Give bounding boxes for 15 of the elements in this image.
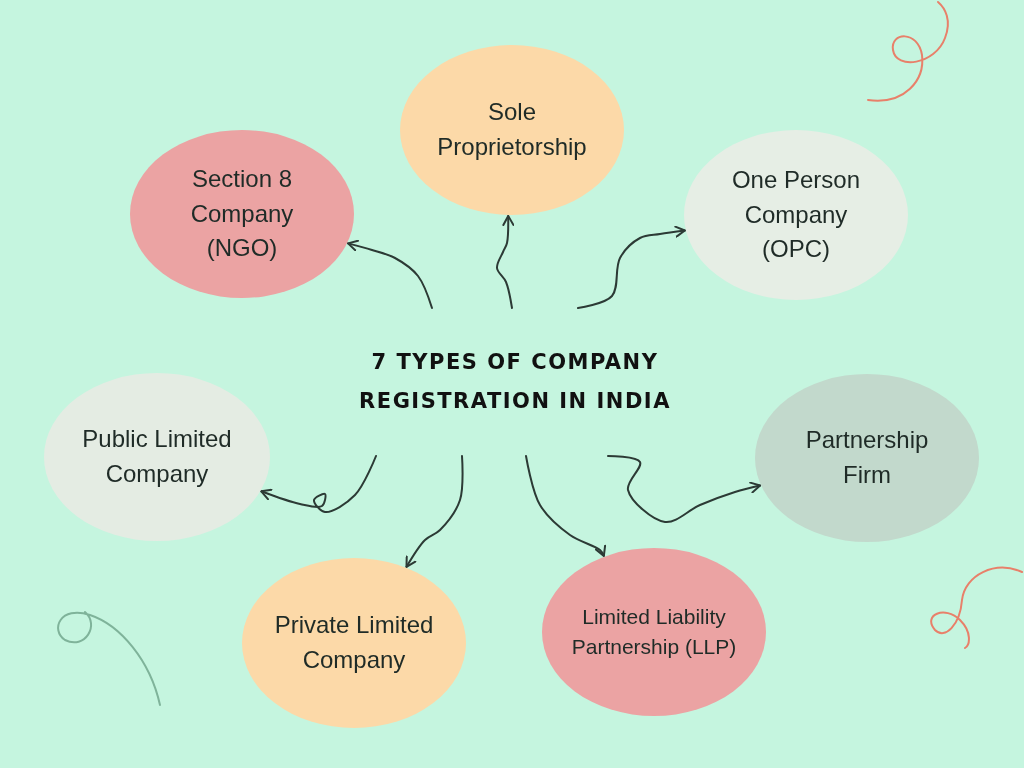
node-label: Private Limited Company	[273, 610, 435, 675]
curly-arrow	[260, 455, 377, 514]
curly-arrow	[405, 455, 464, 568]
title-text: 7 TYPES OF COMPANY REGISTRATION IN INDIA	[358, 349, 672, 415]
node-label: Sole Proprietorship	[436, 97, 588, 162]
node-label: Section 8 Company (NGO)	[189, 163, 295, 264]
curly-arrow	[607, 455, 762, 524]
node-label: Public Limited Company	[81, 424, 233, 489]
curly-arrow	[577, 225, 686, 309]
curly-arrow	[347, 239, 433, 309]
node-label: One Person Company (OPC)	[730, 164, 862, 265]
curly-arrow	[495, 214, 515, 309]
node-label: Partnership Firm	[804, 425, 930, 490]
curly-arrow	[525, 455, 606, 557]
node-label: Limited Liability Partnership (LLP)	[570, 603, 738, 660]
